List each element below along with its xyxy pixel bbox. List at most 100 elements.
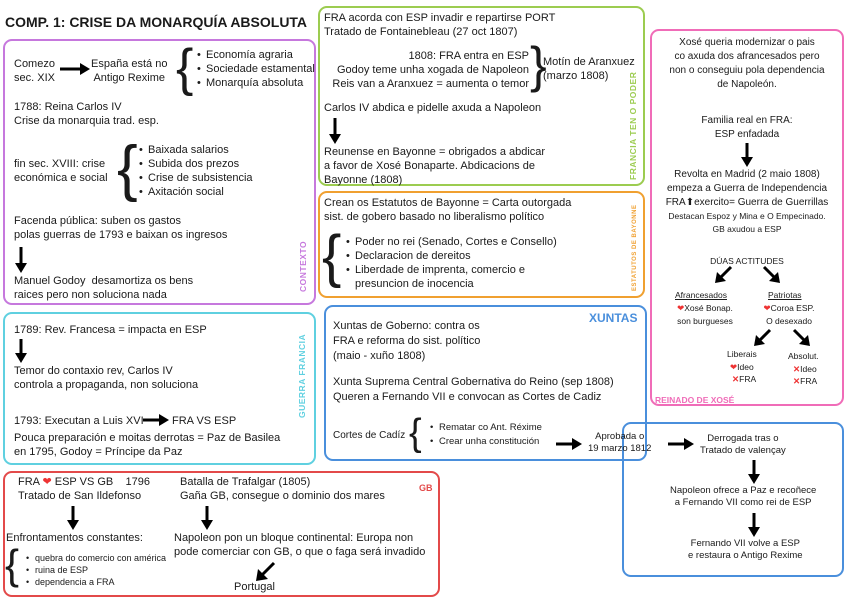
executan-text: 1793: Executan a Luis XVI [14,415,144,427]
liberais-ideo: ❤Ideo [730,360,754,374]
gb-box [3,471,440,597]
arrow-down-icon [15,339,27,363]
aprobada-text: Aprobada o 19 marzo 1812 [588,431,652,454]
exercito-label: exercito= Guerra de Guerrillas [694,197,829,208]
liberais-fra: ✕FRA [732,372,756,386]
arrow-right-icon [60,63,90,75]
rev-text: 1789: Rev. Francesa = impacta en ESP [14,324,207,336]
carlos-text: Carlos IV abdica e pidelle axuda a Napol… [324,102,542,114]
fra-acorda-text: FRA acorda con ESP invadir e repartirse … [324,12,556,38]
napoleon-bloque-text: Napoleon pon un bloque continental: Euro… [174,532,426,558]
arrow-up-icon: ⬆ [685,197,695,208]
fra-label: FRA [665,197,686,208]
xose-bonap-text: ❤Xosé Bonap. son burgueses [665,302,745,328]
napoleon-ofrece-text: Napoleon ofrece a Paz e recoñece a Ferna… [670,485,817,508]
xunta-sup-text: Xunta Suprema Central Gobernativa do Rei… [333,376,614,403]
xuntas-box-top [324,305,647,461]
list-item: Liberdade de imprenta, comercio e presun… [346,263,557,291]
finsec-text: fin sec. XVIII: crise económica e social [14,158,108,184]
fra-label: FRA [18,476,40,488]
heart-icon: ❤ [42,476,52,488]
crean-text: Crean os Estatutos de Bayonne = Carta ou… [324,197,572,223]
list-item: Crise de subsistencia [139,171,253,185]
cross-icon: ✕ [793,376,801,386]
list-item: quebra do comercio con américa [26,552,166,564]
finsec-list: Baixada salarios Subida dos prezos Crise… [137,143,253,199]
espana-text: España está no Antigo Rexime [91,58,168,84]
list-item: dependencia a FRA [26,576,166,588]
gb-label: GB [419,483,433,493]
cortes-text: Cortes de Cadíz [333,430,406,441]
temor-text: Temor do contaxio rev, Carlos IV control… [14,365,199,391]
arrow-down-icon [748,513,760,537]
arrow-down-right-icon [762,265,780,283]
list-item: Crear unha constitución [430,435,542,449]
arrow-down-icon [15,247,27,273]
contexto-box [3,39,316,305]
list-item: Sociedade estamental [197,62,315,76]
fra-label: FRA [739,374,757,384]
absolut-fra: ✕FRA [793,374,817,388]
ideo-label: Ideo [800,364,817,374]
guerra-box [3,312,316,465]
xose-bonap-label: Xosé Bonap. son burgueses [677,303,733,326]
page-title: COMP. 1: CRISE DA MONARQUÍA ABSOLUTA [5,14,308,30]
arrow-down-icon [67,506,79,530]
familia-text: Familia real en FRA: ESP enfadada [701,115,793,140]
arrow-down-left-icon [256,561,276,581]
estatutos-label: ESTATUTOS DE BAYONNE [632,204,638,291]
arrow-right-icon [556,438,582,450]
reina-text: 1788: Reina Carlos IV Crise da monarquia… [14,101,159,127]
arrow-down-icon [201,506,213,530]
comezo-text: Comezo sec. XIX [14,58,55,84]
contexto-label: CONTEXTO [298,240,308,292]
coroa-label: Coroa ESP. O desexado [766,303,815,326]
portugal-text: Portugal [234,581,275,593]
fra-exercito-text: FRA⬆exercito= Guerra de Guerrillas [654,196,840,210]
estatutos-box [318,191,645,298]
arrow-down-icon [329,118,341,144]
francia-label: FRANCIA TEN O PODER [628,71,638,180]
brace-icon: { [322,224,342,289]
tratado-text: Tratado de San Ildefonso [18,490,142,502]
brace-icon: { [176,39,194,97]
arrow-right-icon [143,414,169,426]
gb-fra-text: FRA ❤ ESP VS GB 1796 [18,475,150,489]
liberais-text: Liberais [727,349,757,359]
fernando-text: Fernando VII volve a ESP e restaura o An… [688,538,803,561]
fra-label: FRA [800,376,818,386]
xuntas-box-bottom [622,422,844,577]
fra-entra-text: 1808: FRA entra en ESP Godoy teme unha x… [332,50,529,90]
afrancesados-text: Afrancesados [675,290,727,300]
brace-icon: { [117,134,138,203]
guerra-label: GUERRA FRANCIA [297,333,307,418]
revolta-text: Revolta en Madrid (2 maio 1808) empeza a… [666,169,828,194]
list-item: ruina de ESP [26,564,166,576]
reunense-text: Reunense en Bayonne = obrigados a abdica… [324,146,546,186]
arrow-down-left-icon [754,328,772,346]
brace-right-icon: } [530,37,547,93]
derrogada-text: Derrogada tras o Tratado de valençay [700,433,786,456]
xose-text: Xosé queria modernizar o pais co axuda d… [669,37,825,90]
reinado-label: REINADO DE XOSÉ [655,395,735,405]
brace-icon: { [409,412,422,454]
trafalgar-text: Batalla de Trafalgar (1805) Gaña GB, con… [180,476,385,502]
destacan-text: Destacan Espoz y Mina e O Empecinado. GB… [668,211,826,234]
enfrontamentos-text: Enfrontamentos constantes: [6,532,143,544]
list-item: Rematar co Ant. Réxime [430,421,542,435]
heart-icon: ❤ [677,303,685,313]
arrow-down-icon [741,143,753,167]
list-item: Monarquía absoluta [197,76,315,90]
facenda-text: Facenda pública: suben os gastos polas g… [14,215,228,241]
godoy-text: Manuel Godoy desamortiza os bens raices … [14,275,194,301]
heart-icon: ❤ [763,303,771,313]
espana-list: Economía agraria Sociedade estamental Mo… [195,48,315,90]
enf-list: quebra do comercio con américa ruina de … [24,552,166,588]
list-item: Declaracion de dereitos [346,249,557,263]
xuntas-gob-text: Xuntas de Goberno: contra os FRA e refor… [333,320,481,362]
heart-icon: ❤ [730,362,738,372]
cross-icon: ✕ [732,374,740,384]
motin-text: Motín de Aranxuez (marzo 1808) [543,56,635,82]
arrow-down-icon [748,460,760,484]
francia-box [318,6,645,186]
